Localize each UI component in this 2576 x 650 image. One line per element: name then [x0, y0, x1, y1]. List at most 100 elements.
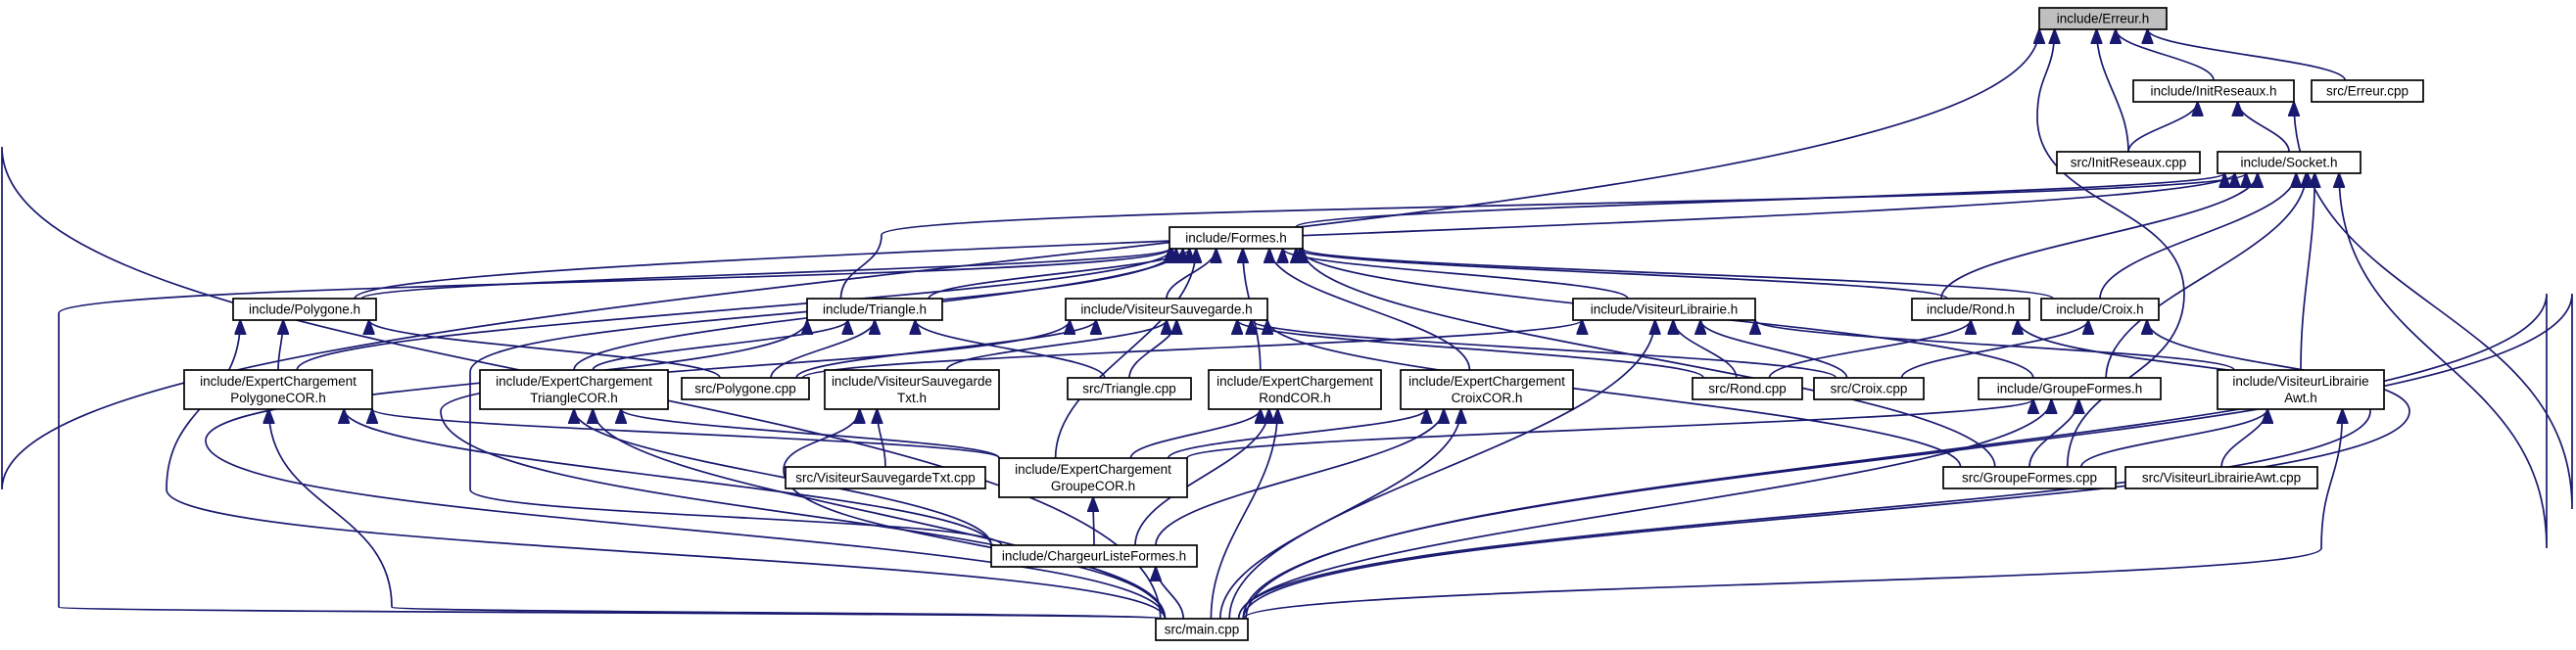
- edge-initreseaux_h-includes-erreur_h: [2116, 29, 2215, 81]
- edge-initreseaux_cpp-includes-initreseaux_h: [2127, 102, 2198, 153]
- node-label: include/Rond.h: [1927, 302, 2015, 317]
- edge-groupeformes_cpp-includes-vlawt_h: [2079, 409, 2267, 468]
- edge-eccroix_h-includes-formes_h: [1269, 249, 1471, 371]
- edge-main_cpp-includes-visiteurlibrairie_h: [1228, 320, 1655, 620]
- node-box: [2311, 79, 2424, 103]
- dependency-edges: [1, 29, 2573, 620]
- node-vstxt-h[interactable]: include/VisiteurSauvegardeTxt.h: [824, 369, 1000, 410]
- node-chargeur-h[interactable]: include/ChargeurListeFormes.h: [990, 544, 1198, 568]
- edge-socket_h-includes-initreseaux_h: [2238, 102, 2290, 153]
- edge-groupeformes_cpp-includes-groupeformes_h: [2028, 399, 2078, 468]
- node-croix-cpp[interactable]: src/Croix.cpp: [1813, 377, 1925, 400]
- node-visiteursauvegarde-h[interactable]: include/VisiteurSauvegarde.h: [1065, 298, 1268, 321]
- edge-main_cpp-includes-vlawt_h: [1242, 409, 2342, 620]
- node-rond-h[interactable]: include/Rond.h: [1911, 298, 2030, 321]
- node-triangle-h[interactable]: include/Triangle.h: [806, 298, 943, 321]
- node-label: include/Triangle.h: [823, 302, 927, 317]
- node-box: [1572, 298, 1756, 321]
- edge-vlawt_h-includes-socket_h: [2300, 173, 2314, 371]
- node-formes-h[interactable]: include/Formes.h: [1169, 226, 1304, 250]
- node-label: include/VisiteurLibrairie: [2232, 374, 2368, 389]
- node-label: include/VisiteurLibrairie.h: [1591, 302, 1739, 317]
- node-label: src/VisiteurLibrairieAwt.cpp: [2142, 471, 2301, 486]
- edge-main_cpp-includes-erreur_h: [1, 29, 2039, 620]
- node-vlawt-cpp[interactable]: src/VisiteurLibrairieAwt.cpp: [2124, 466, 2318, 489]
- edge-chargeur_h-includes-ecgroupe_h: [1093, 497, 1094, 546]
- edge-croix_h-includes-formes_h: [1303, 249, 2054, 300]
- node-box: [2132, 79, 2295, 103]
- edge-groupeformes_h-includes-socket_h: [2105, 173, 2306, 379]
- node-box: [998, 457, 1188, 498]
- edge-main_cpp-includes-eccroix_h: [1218, 409, 1461, 620]
- node-label: include/Socket.h: [2240, 156, 2337, 170]
- node-box: [2040, 298, 2160, 321]
- edge-rond_cpp-includes-rond_h: [1768, 320, 1971, 379]
- node-groupeformes-cpp[interactable]: src/GroupeFormes.cpp: [1942, 466, 2117, 489]
- node-box: [1155, 618, 1249, 641]
- edge-ecgroupe_h-includes-ectriangle_h: [621, 409, 1000, 459]
- node-erreur-h[interactable]: include/Erreur.h: [2038, 7, 2168, 30]
- edge-chargeur_h-includes-eccroix_h: [1155, 409, 1444, 546]
- node-croix-h[interactable]: include/Croix.h: [2040, 298, 2160, 321]
- node-box: [1169, 226, 1304, 250]
- node-label: include/ExpertChargement: [496, 374, 652, 389]
- node-label: include/VisiteurSauvegarde: [832, 374, 992, 389]
- edge-rond_h-includes-socket_h: [1940, 173, 2258, 300]
- edge-groupeformes_cpp-includes-formes_h: [1303, 249, 1996, 468]
- node-vstxt-cpp[interactable]: src/VisiteurSauvegardeTxt.cpp: [785, 466, 986, 489]
- edge-ecgroupe_h-includes-eccroix_h: [1167, 409, 1427, 459]
- edge-main_cpp-includes-initreseaux_h: [1242, 102, 2573, 620]
- edge-triangle_cpp-includes-visiteursauvegarde_h: [1128, 320, 1176, 379]
- edge-vlawt_h-includes-visiteurlibrairie_h: [1755, 320, 2235, 371]
- node-box: [2056, 151, 2201, 174]
- node-groupeformes-h[interactable]: include/GroupeFormes.h: [1978, 377, 2162, 400]
- node-erreur-cpp[interactable]: src/Erreur.cpp: [2311, 79, 2424, 103]
- edge-ectriangle_h-includes-triangle_h: [592, 320, 847, 371]
- node-label: CroixCOR.h: [1452, 391, 1523, 405]
- node-label: include/VisiteurSauvegarde.h: [1080, 302, 1252, 317]
- edge-triangle_h-includes-socket_h: [839, 173, 2247, 300]
- node-socket-h[interactable]: include/Socket.h: [2217, 151, 2361, 174]
- node-polygone-cpp[interactable]: src/Polygone.cpp: [681, 377, 810, 400]
- node-label: include/ExpertChargement: [1408, 374, 1565, 389]
- node-label: TriangleCOR.h: [530, 391, 618, 405]
- file-nodes: include/Erreur.h include/InitReseaux.h src…: [183, 7, 2424, 641]
- node-label: include/ExpertChargement: [1015, 462, 1171, 477]
- node-triangle-cpp[interactable]: src/Triangle.cpp: [1067, 377, 1192, 400]
- node-vlawt-h[interactable]: include/VisiteurLibrairieAwt.h: [2217, 369, 2385, 410]
- node-visiteurlibrairie-h[interactable]: include/VisiteurLibrairie.h: [1572, 298, 1756, 321]
- edge-croix_cpp-includes-visiteursauvegarde_h: [1252, 320, 1837, 379]
- edge-main_cpp-includes-socket_h: [1245, 173, 2548, 620]
- edge-ecpolygone_h-includes-polygone_h: [278, 320, 283, 371]
- node-polygone-h[interactable]: include/Polygone.h: [232, 298, 377, 321]
- node-box: [824, 369, 1000, 410]
- edge-vstxt_h-includes-visiteursauvegarde_h: [945, 320, 1167, 371]
- node-main-cpp[interactable]: src/main.cpp: [1155, 618, 1249, 641]
- edge-main_cpp-includes-ecrond_h: [1210, 409, 1277, 620]
- node-label: src/Triangle.cpp: [1082, 382, 1176, 396]
- edge-polygone_cpp-includes-visiteursauvegarde_h: [795, 320, 1096, 379]
- node-box: [2038, 7, 2168, 30]
- node-box: [479, 369, 669, 410]
- node-label: src/main.cpp: [1165, 623, 1240, 637]
- node-rond-cpp[interactable]: src/Rond.cpp: [1692, 377, 1803, 400]
- node-initreseaux-h[interactable]: include/InitReseaux.h: [2132, 79, 2295, 103]
- edge-main_cpp-includes-groupeformes_h: [1237, 399, 2052, 620]
- node-box: [990, 544, 1198, 568]
- node-label: GroupeCOR.h: [1051, 479, 1135, 493]
- node-label: include/Croix.h: [2056, 302, 2143, 317]
- node-box: [1813, 377, 1925, 400]
- node-initreseaux-cpp[interactable]: src/InitReseaux.cpp: [2056, 151, 2201, 174]
- edge-croix_cpp-includes-visiteurlibrairie_h: [1700, 320, 1848, 379]
- node-label: src/Rond.cpp: [1708, 382, 1787, 396]
- node-label: include/ChargeurListeFormes.h: [1002, 549, 1186, 564]
- node-box: [232, 298, 377, 321]
- edge-main_cpp-includes-chargeur_h: [1156, 567, 1185, 620]
- edge-initreseaux_cpp-includes-erreur_h: [2097, 29, 2129, 153]
- node-label: PolygoneCOR.h: [230, 391, 326, 405]
